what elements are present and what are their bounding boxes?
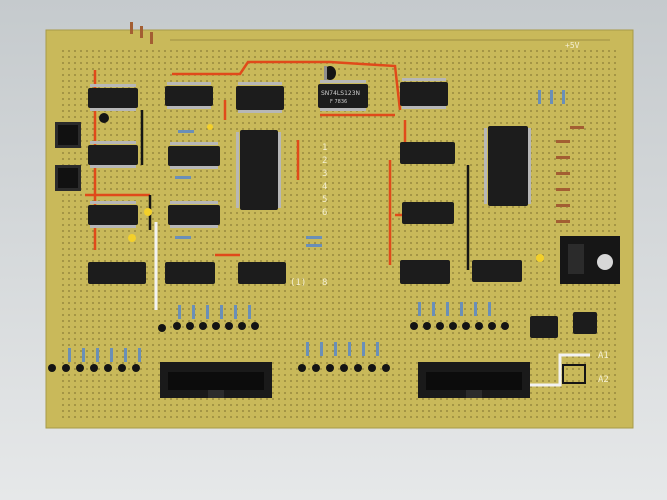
row-label: 3 <box>322 169 327 179</box>
brown-resistors <box>130 22 584 223</box>
transistor-row-left <box>48 322 259 372</box>
leds <box>128 124 544 262</box>
ribbon-connector-left <box>160 362 272 398</box>
chip-marking-top: SN74LS123N <box>321 90 360 97</box>
white-wire-socket <box>530 353 590 387</box>
corner-label: +5V <box>565 41 580 50</box>
ic-sockets <box>562 364 586 384</box>
chip-pins <box>90 78 531 228</box>
paren-label: (1) <box>290 278 306 288</box>
row-label: 1 <box>322 143 327 153</box>
paren-value: 8 <box>322 278 327 288</box>
row-labels: 1 2 3 4 5 6 <box>322 143 327 218</box>
socket-label-a: A1 <box>598 351 609 361</box>
resistors <box>68 90 565 362</box>
small-capacitor <box>99 113 109 123</box>
chip-marking-sub: F 7836 <box>330 99 347 105</box>
push-buttons <box>55 122 81 191</box>
ic-chips <box>88 82 597 338</box>
row-label: 6 <box>322 208 327 218</box>
voltage-regulator-heatsink <box>560 236 620 284</box>
ribbon-connector-right <box>418 362 530 398</box>
row-label: 4 <box>322 182 327 192</box>
transistor-row-right <box>298 322 509 372</box>
row-label: 5 <box>322 195 327 205</box>
row-label: 2 <box>322 156 327 166</box>
electrolytic-capacitor <box>324 66 336 80</box>
socket-label-b: A2 <box>598 375 609 385</box>
